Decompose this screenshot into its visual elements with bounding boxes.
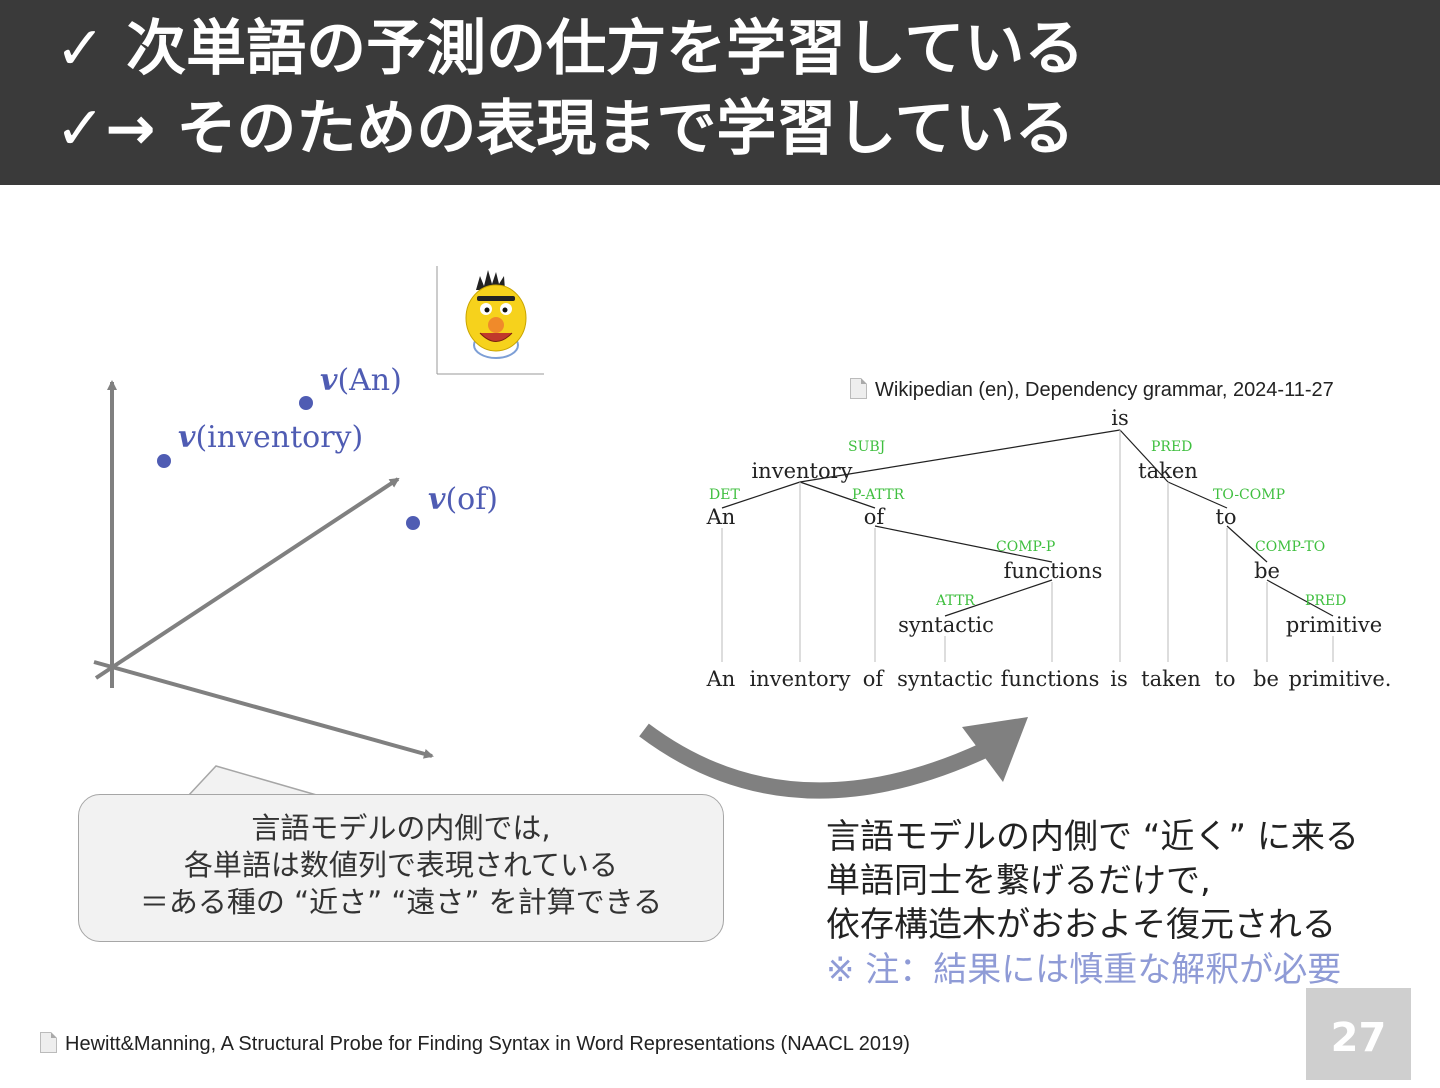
tree-node: of: [864, 505, 887, 529]
sentence-word: be: [1253, 667, 1279, 691]
vector-point-inventory: [157, 454, 171, 468]
tree-node: taken: [1138, 459, 1198, 483]
tree-node: inventory: [751, 459, 852, 483]
vector-point-an: [299, 396, 313, 410]
vector-point-of: [406, 516, 420, 530]
callout-line: ＝ある種の “近さ” “遠さ” を計算できる: [78, 884, 724, 921]
sentence-word: inventory: [749, 667, 850, 691]
tree-node: syntactic: [898, 613, 994, 637]
tree-node: An: [706, 505, 736, 529]
vector-label-of: 𝒗(of): [428, 482, 498, 517]
tree-relation: P-ATTR: [852, 487, 905, 503]
document-icon: [40, 1032, 57, 1053]
sentence-word: to: [1214, 667, 1235, 691]
dependency-tree: is inventory taken An of to functions be…: [706, 406, 1392, 691]
paper-citation: Hewitt&Manning, A Structural Probe for F…: [40, 1032, 910, 1056]
tree-relation: PRED: [1305, 593, 1346, 609]
explanation-text: 言語モデルの内側で “近く” に来る 単語同士を繋げるだけで, 依存構造木がおお…: [826, 815, 1359, 947]
bert-character-image: [437, 266, 544, 374]
callout-line: 各単語は数値列で表現されている: [78, 847, 724, 884]
tree-relation: PRED: [1151, 439, 1192, 455]
tree-relation: TO-COMP: [1213, 487, 1285, 503]
caution-note: ※ 注：結果には慎重な解釈が必要: [826, 948, 1341, 992]
tree-node: be: [1254, 559, 1280, 583]
sentence-word: An: [706, 667, 736, 691]
tree-relation: SUBJ: [848, 439, 885, 455]
callout-line: 言語モデルの内側では,: [78, 810, 724, 847]
tree-relation: ATTR: [935, 593, 975, 609]
tree-relation: COMP-TO: [1255, 539, 1325, 555]
sentence-word: functions: [1001, 667, 1100, 691]
sentence-word: primitive.: [1289, 667, 1392, 691]
tree-citation: Wikipedian (en), Dependency grammar, 202…: [850, 378, 1334, 402]
callout-pointer: [188, 766, 320, 796]
tree-relation: DET: [709, 487, 740, 503]
document-icon: [850, 378, 867, 399]
tree-node: to: [1215, 505, 1236, 529]
sentence-word: is: [1110, 667, 1128, 691]
vector-label-inventory: 𝒗(inventory): [178, 420, 363, 455]
vector-label-an: 𝒗(An): [320, 363, 402, 398]
tree-node: primitive: [1286, 613, 1382, 637]
page-number: 27: [1306, 988, 1411, 1080]
explanation-line: 言語モデルの内側で “近く” に来る: [826, 815, 1359, 859]
sentence-word: taken: [1141, 667, 1201, 691]
tree-relation: COMP-P: [996, 539, 1055, 555]
callout-text: 言語モデルの内側では, 各単語は数値列で表現されている ＝ある種の “近さ” “…: [78, 810, 724, 921]
curved-arrow: [644, 717, 1028, 791]
sentence-word: syntactic: [897, 667, 993, 691]
tree-node: functions: [1004, 559, 1103, 583]
sentence-word: of: [863, 667, 886, 691]
tree-node: is: [1111, 406, 1129, 430]
explanation-line: 依存構造木がおおよそ復元される: [826, 903, 1359, 947]
explanation-line: 単語同士を繋げるだけで,: [826, 859, 1359, 903]
